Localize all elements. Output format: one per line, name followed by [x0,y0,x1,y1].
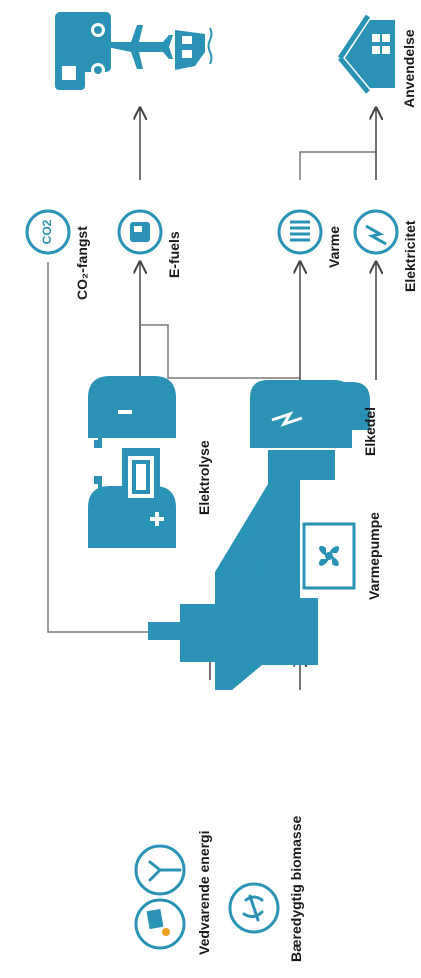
power-plant [148,450,335,690]
anvendelse-title: Anvendelse [401,29,417,108]
co2-capture-icon: CO2 [25,209,71,255]
heat-pump-unit [302,522,356,590]
plant-chimney [180,604,215,662]
connector-lines [47,108,376,690]
fan-icon [318,545,340,567]
line-plant-to-co2 [47,262,148,633]
electrolysis-cell-minus [88,376,176,438]
heat-icon [277,209,323,255]
electricity-icon [353,209,399,255]
process-label-boiler: Elkedel [362,406,378,456]
process-label-heat-pump: Varmepumpe [366,512,382,600]
renewable-icons [134,844,186,950]
plant-roof [232,520,262,572]
efuels-icon [117,209,163,255]
input-label-biomass: Bæredygtig biomasse [288,815,304,962]
airplane-icon [107,25,173,69]
line-heat-to-house [299,151,376,180]
electrolysis-unit [88,376,176,548]
output-label-co2: CO₂-fangst [74,226,90,300]
svg-text:CO2: CO2 [40,219,54,244]
output-label-electricity: Elektricitet [402,220,418,292]
process-label-electrolysis: Elektrolyse [196,440,212,515]
truck-icon [55,12,111,90]
plant-building [215,450,335,690]
electrolysis-wires [98,434,122,492]
line-branch-to-heat [140,324,300,379]
plant-stack-top [148,622,180,640]
house-icon [337,14,395,94]
output-label-heat: Varme [326,225,342,268]
ship-icon [175,27,213,70]
electric-boiler-unit [250,380,370,448]
output-label-efuels: E-fuels [166,231,182,278]
biomass-icon [228,882,280,934]
input-label-renewable: Vedvarende energi [196,830,212,955]
